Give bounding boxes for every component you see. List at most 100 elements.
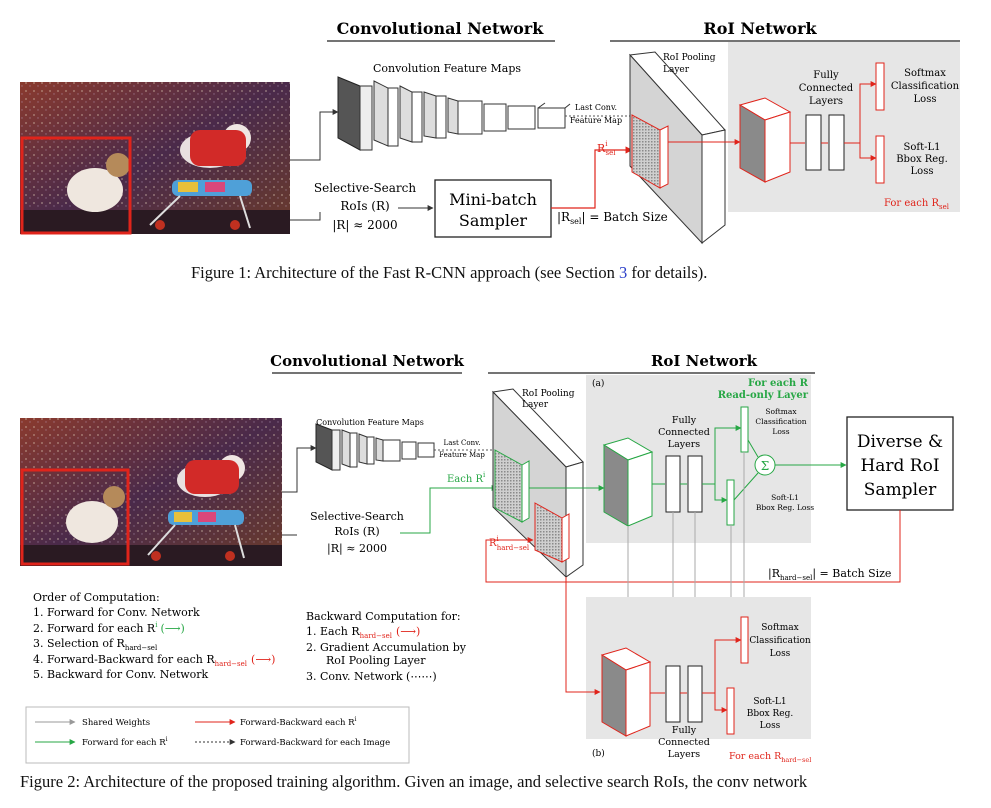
fig2-softl1-to-sum [733, 472, 759, 501]
fig1-roi-pooling-layer [628, 51, 726, 245]
fig2-legend-box [25, 706, 410, 764]
fig2-order-2: 2. Forward for each Ri(⟶) [33, 621, 185, 635]
fig1-softmax-label-1: Softmax [904, 68, 946, 79]
fig2-b-feature-cube [600, 647, 652, 737]
fig1-softl1-label-2: Bbox Reg. [896, 154, 948, 165]
fig2-a-fc-label-3: Layers [668, 439, 701, 450]
fig2-sampler-label-3: Sampler [864, 480, 937, 500]
fig1-conv-feature-maps-label: Convolution Feature Maps [373, 62, 521, 75]
fig2-a-fc-label-2: Connected [658, 427, 710, 438]
fig1-batch-size-label: |Rsel| = Batch Size [557, 210, 668, 226]
fig2-ss-to-pool-arrow [400, 485, 498, 534]
fig1-ss-label-3: |R| ≈ 2000 [332, 218, 397, 232]
fig2-last-conv-label-1: Last Conv. [444, 439, 481, 447]
fig2-b-fc-layer-1 [665, 665, 681, 723]
fig2-pool-to-b-arrow [565, 577, 601, 695]
fig2-for-each-hard-label: For each Rhard−sel [729, 751, 811, 764]
fig1-sampler-to-pool-arrow [551, 146, 633, 209]
fig1-softmax-label-3: Loss [914, 94, 937, 105]
fig2-sampler-feedback-arrow [485, 510, 901, 583]
fig2-b-softmax-bar [740, 616, 749, 664]
fig1-fc-layer-2 [828, 114, 845, 171]
fig2-a-fc-label-1: Fully [672, 415, 697, 426]
fig2-order-4: 4. Forward-Backward for each Rhard−sel(⟶… [33, 653, 275, 668]
fig2-order-1: 1. Forward for Conv. Network [33, 606, 200, 619]
fig1-conv-stack [337, 76, 571, 151]
fig2-panel-a-label: (a) [592, 378, 604, 389]
fig2-for-each-r-label: For each R [748, 378, 809, 389]
fig2-b-softl1-bar [726, 687, 735, 735]
fig1-conv-title: Convolutional Network [337, 19, 545, 38]
fig2-b-softmax-label-3: Loss [770, 649, 791, 659]
fig2-b-softl1-label-2: Bbox Reg. [747, 709, 794, 719]
fig2-ss-label-2: RoIs (R) [334, 525, 379, 538]
fig1-fc-label-3: Layers [809, 96, 843, 107]
fig1-last-conv-label-2: Feature Map [570, 116, 622, 125]
fig1-softl1-label-3: Loss [911, 166, 934, 177]
fig2-legend-shared-label: Shared Weights [82, 718, 150, 728]
fig2-a-feature-cube [602, 437, 654, 527]
fig1-softmax-label-2: Classification [891, 81, 960, 92]
fig2-read-only-label: Read-only Layer [718, 390, 809, 401]
fig2-b-fc-layer-2 [687, 665, 703, 723]
fig2-back-title: Backward Computation for: [306, 610, 461, 623]
fig2-softmax-to-sum [747, 439, 759, 458]
fig2-roi-pooling-label-1: RoI Pooling [522, 389, 575, 399]
fig1-fc-to-softl1-arrow [859, 143, 877, 161]
fig1-minibatch-label-1: Mini-batch [449, 190, 537, 209]
fig2-b-softmax-label-2: Classification [749, 636, 811, 646]
fig1-last-conv-label-1: Last Conv. [575, 103, 617, 112]
fig2-sampler-label-1: Diverse & [857, 432, 943, 452]
fig2-a-fc-layer-2 [687, 455, 703, 513]
fig2-legend-fb-each-label: Forward-Backward each Ri [240, 716, 357, 728]
fig1-caption-section-link[interactable]: 3 [618, 263, 628, 282]
fig2-a-softl1-label-2: Bbox Reg. Loss [756, 503, 814, 512]
fig2-order-5: 5. Backward for Conv. Network [33, 668, 209, 681]
fig1-ss-label-1: Selective-Search [314, 181, 417, 195]
fig2-batch-size-label: |Rhard−sel| = Batch Size [768, 567, 891, 582]
fig2-a-fc-to-softl1 [714, 484, 728, 503]
fig1-fc-label-1: Fully [813, 70, 839, 81]
fig2-b-softmax-label-1: Softmax [761, 623, 799, 633]
fig2-ss-label-3: |R| ≈ 2000 [327, 542, 387, 556]
fig2-b-fc-label-3: Layers [668, 749, 701, 760]
fig2-a-softl1-label-1: Soft-L1 [771, 493, 799, 502]
fig2-order-3: 3. Selection of Rhard−sel [33, 637, 158, 652]
fig2-conv-stack [315, 423, 435, 471]
fig2-legend-fb-image-label: Forward-Backward for each Image [240, 738, 390, 748]
fig2-roi-title: RoI Network [651, 352, 758, 370]
fig2-b-softl1-label-3: Loss [760, 721, 781, 731]
fig2-b-fc-to-softmax [702, 637, 742, 694]
fig2-roi-pooling-label-2: Layer [522, 400, 549, 410]
fig2-panel-b-label: (b) [592, 748, 605, 759]
fig1-fc-label-2: Connected [799, 83, 854, 94]
fig2-each-ri-label: Each Ri [447, 471, 486, 485]
fig2-a-fc-to-softmax [702, 425, 742, 485]
fig2-b-fc-label-2: Connected [658, 737, 710, 748]
fig2-conv-title: Convolutional Network [270, 352, 464, 370]
fig2-caption: Figure 2: Architecture of the proposed t… [20, 772, 808, 791]
fig2-sampler-label-2: Hard RoI [860, 456, 939, 476]
fig1-roi-pooling-label-2: Layer [663, 65, 690, 75]
fig2-a-softmax-label-2: Classification [755, 417, 806, 426]
fig1-softl1-bar [875, 135, 885, 184]
fig1-fc-layer-1 [805, 114, 822, 171]
fig1-image-to-ss-line [290, 212, 321, 221]
fig2-b-softl1-label-1: Soft-L1 [753, 697, 786, 707]
fig2-sum-symbol: Σ [761, 459, 769, 473]
fig1-roi-feature-cube [738, 97, 792, 183]
fig1-roi-title: RoI Network [703, 19, 817, 38]
fig1-image-to-conv-arrow [290, 109, 339, 161]
fig1-fc-to-softmax-arrow [844, 81, 877, 144]
fig2-ss-label-1: Selective-Search [310, 510, 404, 523]
fig1-softl1-label-1: Soft-L1 [904, 142, 941, 153]
fig2-a-softmax-label-1: Softmax [765, 407, 797, 416]
fig2-back-2b: RoI Pooling Layer [326, 654, 426, 667]
fig2-a-softmax-label-3: Loss [772, 427, 789, 436]
fig2-a-softl1-bar [726, 479, 735, 526]
fig2-back-1: 1. Each Rhard−sel(⟶) [306, 625, 420, 640]
fig2-b-fc-to-softl1 [714, 693, 728, 713]
fig2-input-image [20, 418, 282, 566]
